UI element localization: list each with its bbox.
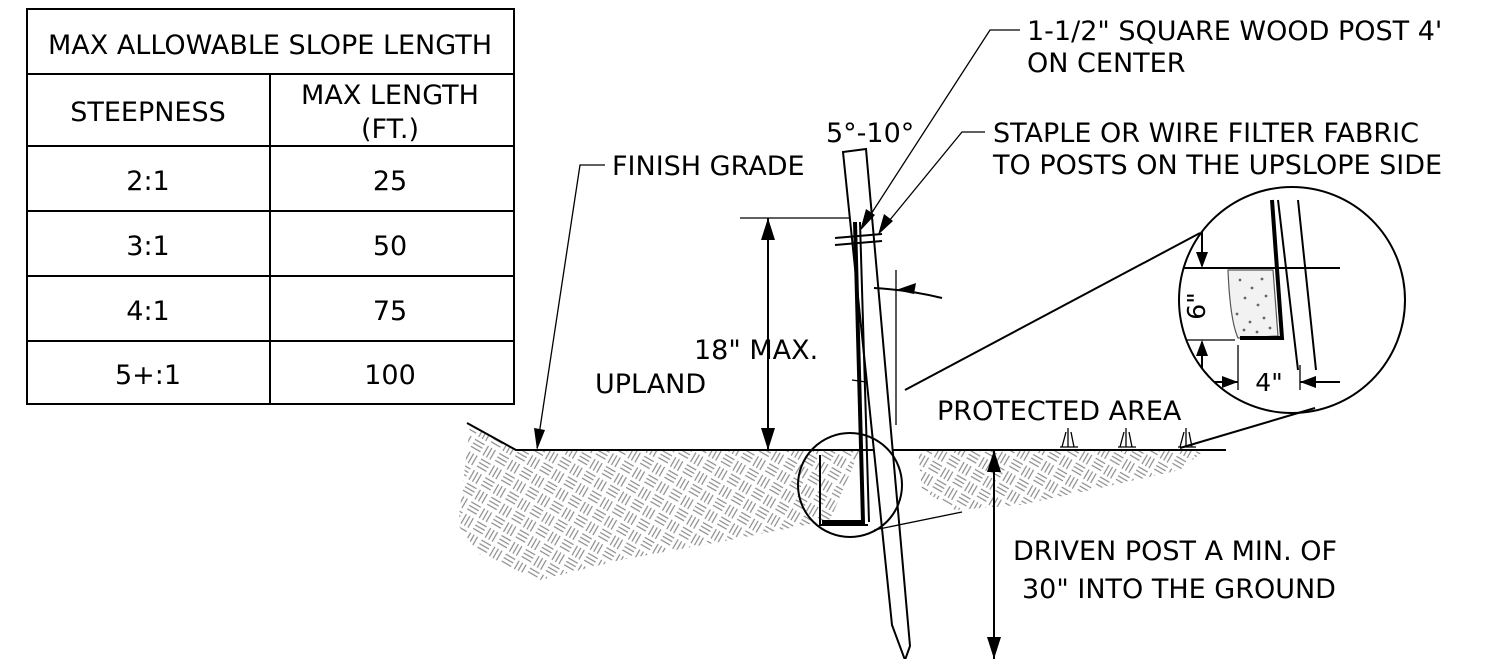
soil-hatch-upland xyxy=(458,425,860,580)
height-dimension xyxy=(740,217,850,450)
table-cell-max-length: 50 xyxy=(373,231,407,262)
table-header-steepness: STEEPNESS xyxy=(70,97,226,128)
table-header-max-length: MAX LENGTH xyxy=(301,80,479,111)
table-cell-steepness: 5+:1 xyxy=(115,360,181,391)
fabric-callout-line1: STAPLE OR WIRE FILTER FABRIC xyxy=(993,118,1419,149)
wood-post xyxy=(841,147,912,659)
detail-post-edge xyxy=(1277,199,1299,371)
detail-reference-circle xyxy=(797,432,903,538)
driven-post-label-line2: 30" INTO THE GROUND xyxy=(1022,574,1336,605)
fabric-callout-line2: TO POSTS ON THE UPSLOPE SIDE xyxy=(992,150,1442,181)
detail-width-label: 4" xyxy=(1255,368,1282,397)
detail-depth-label: 6" xyxy=(1182,292,1211,319)
table-cell-steepness: 2:1 xyxy=(126,166,169,197)
detail-connector-line xyxy=(1179,407,1316,449)
table-cell-steepness: 3:1 xyxy=(126,231,169,262)
table-cell-max-length: 75 xyxy=(373,296,407,327)
slope-length-table: MAX ALLOWABLE SLOPE LENGTH STEEPNESS MAX… xyxy=(26,8,515,405)
detail-circle xyxy=(1178,186,1406,414)
table-cell-max-length: 25 xyxy=(373,166,407,197)
post-callout-line1: 1-1/2" SQUARE WOOD POST 4' xyxy=(1027,16,1442,47)
table-header-unit: (FT.) xyxy=(361,114,419,145)
angle-label: 5°-10° xyxy=(826,118,914,149)
upland-label: UPLAND xyxy=(595,369,706,400)
post-callout-leader xyxy=(860,29,1020,231)
trench-outline xyxy=(819,455,868,526)
detail-connector-line xyxy=(904,232,1201,391)
finish-grade-leader xyxy=(534,164,605,450)
detail-gravel-dots xyxy=(1235,277,1272,334)
driven-depth-dimension xyxy=(873,450,1001,659)
detail-fabric xyxy=(1240,199,1285,340)
soil-hatch-protected xyxy=(918,450,1205,510)
finish-grade-label: FINISH GRADE xyxy=(612,151,805,182)
protected-area-label: PROTECTED AREA xyxy=(937,396,1182,427)
post-callout-line2: ON CENTER xyxy=(1027,48,1185,79)
grass-tufts xyxy=(1060,428,1196,448)
driven-post-label-line1: DRIVEN POST A MIN. OF xyxy=(1013,536,1337,567)
trench-detail-bubble: 6" 4" xyxy=(904,186,1406,449)
filter-fabric xyxy=(822,221,870,524)
detail-post-edge xyxy=(1297,199,1317,371)
table-cell-max-length: 100 xyxy=(364,360,416,391)
table-cell-steepness: 4:1 xyxy=(126,296,169,327)
angle-arrow xyxy=(896,283,916,294)
fabric-staples xyxy=(834,233,883,246)
finish-grade-line xyxy=(466,422,1226,451)
table-title: MAX ALLOWABLE SLOPE LENGTH xyxy=(48,30,492,61)
fabric-callout-leader xyxy=(878,131,985,235)
max-height-label: 18" MAX. xyxy=(694,335,818,366)
